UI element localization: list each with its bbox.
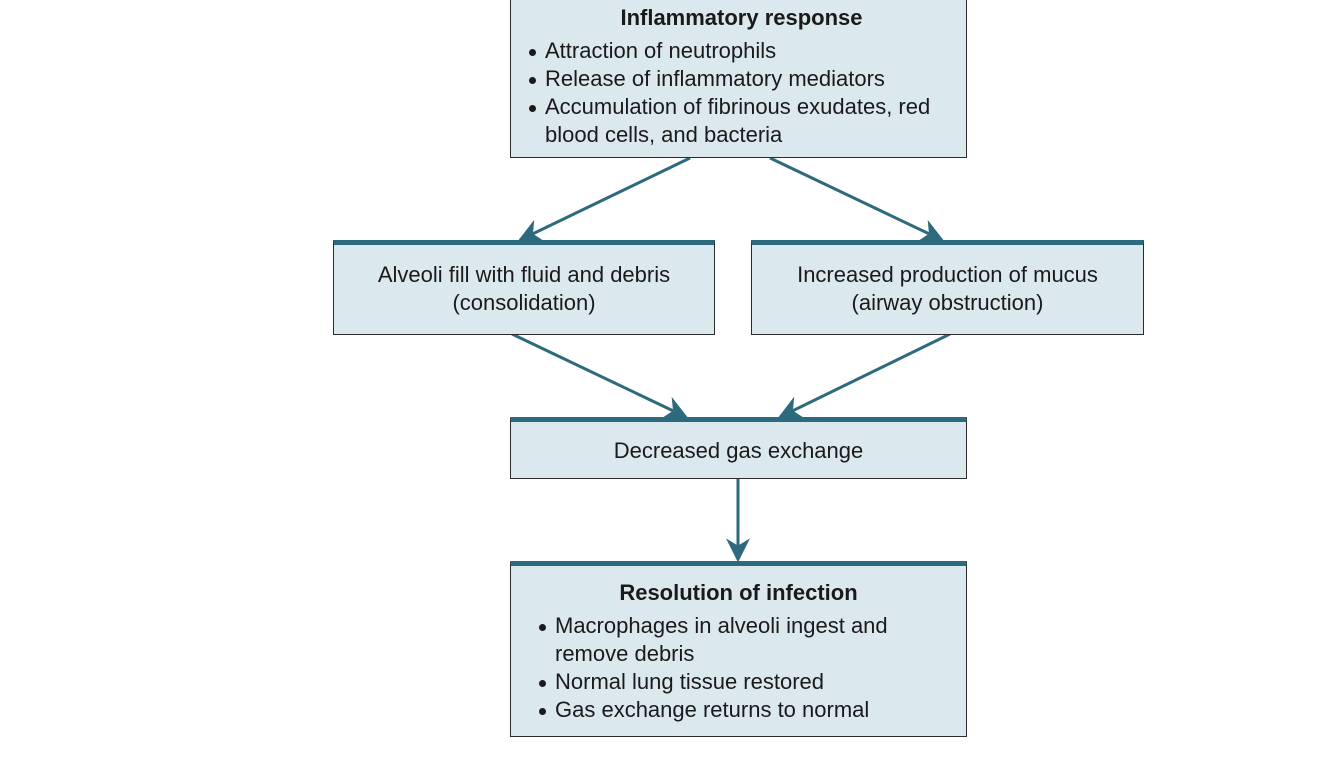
gas-exchange-label: Decreased gas exchange <box>613 438 864 463</box>
arrow-inflammatory-to-consolidation <box>517 156 691 242</box>
resolution-title: Resolution of infection <box>619 580 858 605</box>
consolidation-line2: (consolidation) <box>452 290 596 315</box>
gas-exchange-box: Decreased gas exchange <box>510 417 967 479</box>
mucus-line1: Increased production of mucus <box>797 262 1098 287</box>
consolidation-box: Alveoli fill with fluid and debris (cons… <box>333 240 715 335</box>
bullet-item: Accumulation of fibrinous exudates, red … <box>527 93 956 149</box>
mucus-box: Increased production of mucus (airway ob… <box>751 240 1144 335</box>
inflammatory-title: Inflammatory response <box>620 5 863 30</box>
inflammatory-bullets: Attraction of neutrophils Release of inf… <box>527 37 956 149</box>
resolution-box: Resolution of infection Macrophages in a… <box>510 561 967 737</box>
resolution-bullets: Macrophages in alveoli ingest and remove… <box>537 612 956 724</box>
inflammatory-response-box: Inflammatory response Attraction of neut… <box>510 0 967 158</box>
bullet-item: Attraction of neutrophils <box>527 37 956 65</box>
consolidation-line1: Alveoli fill with fluid and debris <box>377 262 671 287</box>
arrow-consolidation-to-gas-exchange <box>511 332 689 419</box>
arrow-inflammatory-to-mucus <box>769 156 945 242</box>
arrow-mucus-to-gas-exchange <box>777 332 951 419</box>
bullet-item: Gas exchange returns to normal <box>537 696 956 724</box>
mucus-line2: (airway obstruction) <box>851 290 1044 315</box>
bullet-item: Normal lung tissue restored <box>537 668 956 696</box>
bullet-item: Release of inflammatory mediators <box>527 65 956 93</box>
bullet-item: Macrophages in alveoli ingest and remove… <box>537 612 956 668</box>
